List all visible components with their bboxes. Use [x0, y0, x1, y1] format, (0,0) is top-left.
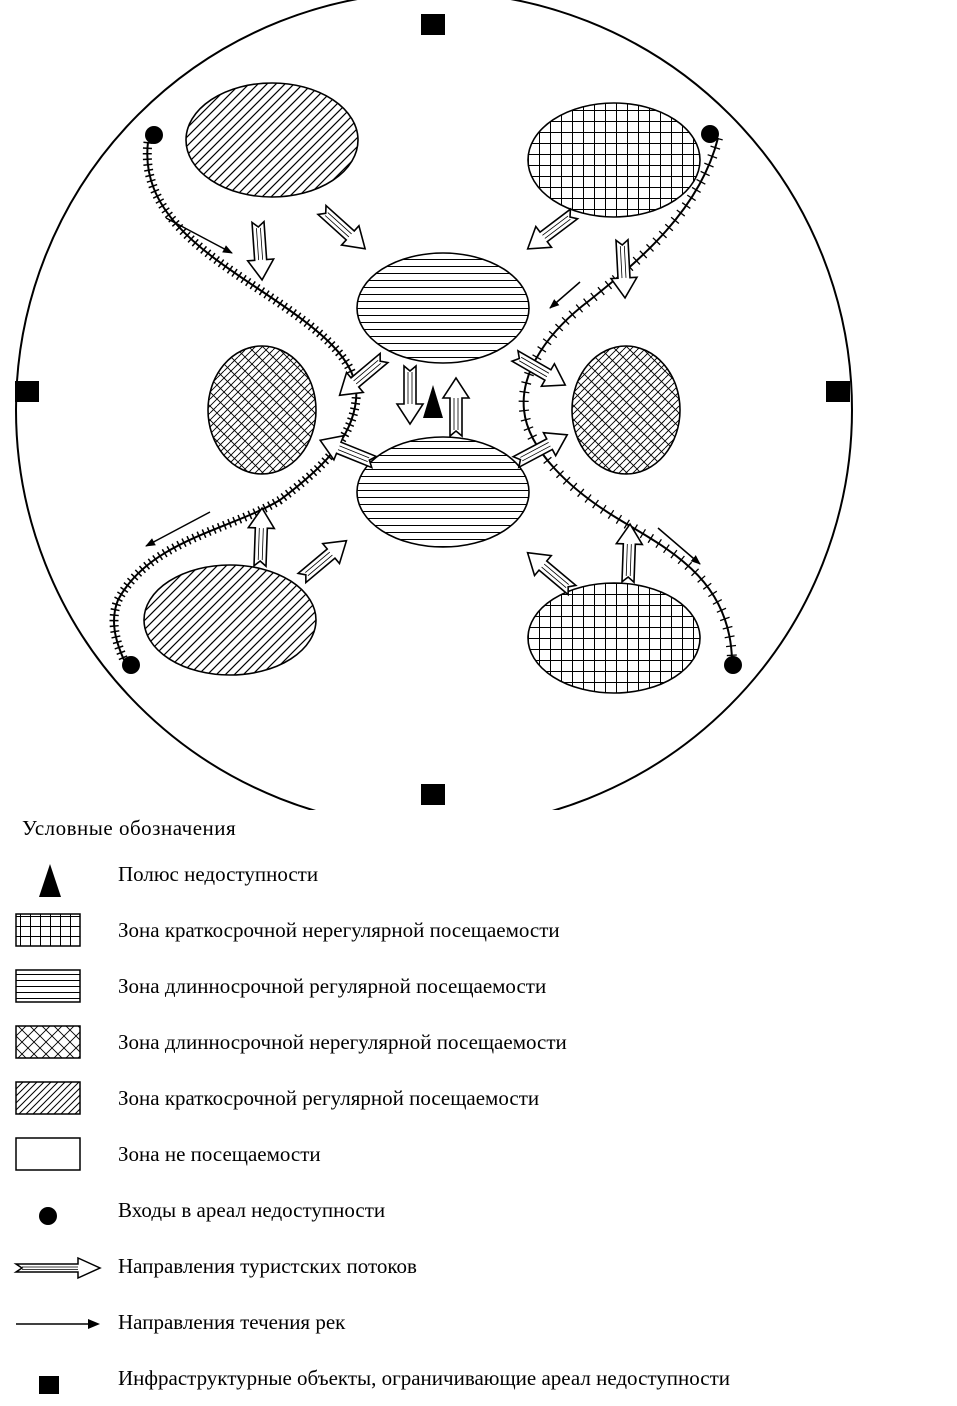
river-upper-right [518, 136, 737, 661]
infrastructure-square-icon [421, 14, 445, 35]
entry-point-icon [701, 125, 719, 143]
crosshatch-swatch-icon [15, 1025, 81, 1059]
legend-item-long-regular: Зона длинносрочной регулярной посещаемос… [0, 962, 957, 1014]
tourist-flow-arrow [519, 202, 583, 261]
grid-pattern-swatch-icon [15, 913, 81, 947]
legend-label: Полюс недоступности [118, 862, 319, 886]
legend-label: Входы в ареал недоступности [118, 1198, 386, 1222]
legend-label: Зона не посещаемости [118, 1142, 321, 1166]
legend: Условные обозначения Полюс недоступности… [0, 810, 957, 1394]
legend-item-infrastructure: Инфраструктурные объекты, ограничивающие… [0, 1354, 957, 1406]
zone-long-regular-lower-center [356, 436, 530, 548]
entry-point-icon [145, 126, 163, 144]
legend-item-tourist-flow: Направления туристских потоков [0, 1242, 957, 1294]
legend-label: Инфраструктурные объекты, ограничивающие… [118, 1366, 731, 1390]
river-flow-arrow [657, 527, 701, 565]
river-flow-arrow-icon [16, 1319, 100, 1329]
empty-swatch-icon [15, 1137, 81, 1171]
diagonal-lines-swatch-icon [15, 1081, 81, 1115]
tourist-flow-arrow [396, 365, 424, 425]
entry-point-icon [122, 656, 140, 674]
tourist-flow-arrow [614, 522, 644, 584]
legend-item-river-flow: Направления течения рек [0, 1298, 957, 1350]
river-flow-arrow [145, 511, 211, 547]
river-flow-arrow [165, 217, 233, 254]
legend-item-not-visited: Зона не посещаемости [0, 1130, 957, 1182]
zone-short-irregular-top-right [527, 102, 701, 218]
infrastructure-square-icon [826, 381, 850, 402]
zone-short-regular-bottom-left [143, 564, 317, 676]
legend-label: Направления туристских потоков [118, 1254, 417, 1278]
inaccessibility-area-diagram [15, 0, 853, 810]
tourist-flow-arrow [292, 529, 356, 589]
zone-long-irregular-right [571, 345, 681, 475]
zone-long-irregular-left [207, 345, 317, 475]
legend-label: Направления течения рек [118, 1310, 346, 1334]
infrastructure-square-icon [15, 381, 39, 402]
tourist-flow-arrow-icon [13, 1256, 102, 1280]
tourist-flow-arrow [330, 347, 394, 407]
pole-of-inaccessibility-icon [423, 385, 443, 418]
entry-point-icon [724, 656, 742, 674]
tourist-flow-arrow [312, 199, 375, 260]
legend-label: Зона длинносрочной регулярной посещаемос… [118, 974, 547, 998]
legend-item-entry: Входы в ареал недоступности [0, 1186, 957, 1238]
legend-item-short-irregular: Зона краткосрочной нерегулярной посещаем… [0, 906, 957, 958]
infrastructure-square-icon [421, 784, 445, 805]
legend-title: Условные обозначения [22, 816, 237, 840]
zone-long-regular-upper-center [356, 252, 530, 364]
legend-item-pole: Полюс недоступности [0, 850, 957, 902]
pole-of-inaccessibility-icon [39, 864, 61, 897]
area-boundary-circle [15, 0, 853, 810]
tourist-flow-arrow [442, 377, 470, 437]
infrastructure-square-icon [39, 1376, 59, 1394]
river-flow-arrow [549, 281, 581, 309]
legend-label: Зона длинносрочной нерегулярной посещаем… [118, 1030, 567, 1054]
entry-point-icon [39, 1207, 57, 1225]
zone-short-irregular-bottom-right [527, 582, 701, 694]
zone-short-regular-top-left [185, 82, 359, 198]
tourist-flow-arrow [509, 422, 575, 475]
tourist-flow-arrow [608, 238, 639, 300]
legend-item-long-irregular: Зона длинносрочной нерегулярной посещаем… [0, 1018, 957, 1070]
horizontal-lines-swatch-icon [15, 969, 81, 1003]
legend-item-short-regular: Зона краткосрочной регулярной посещаемос… [0, 1074, 957, 1126]
legend-label: Зона краткосрочной регулярной посещаемос… [118, 1086, 540, 1110]
tourist-flow-arrow [244, 220, 276, 282]
legend-label: Зона краткосрочной нерегулярной посещаем… [118, 918, 560, 942]
